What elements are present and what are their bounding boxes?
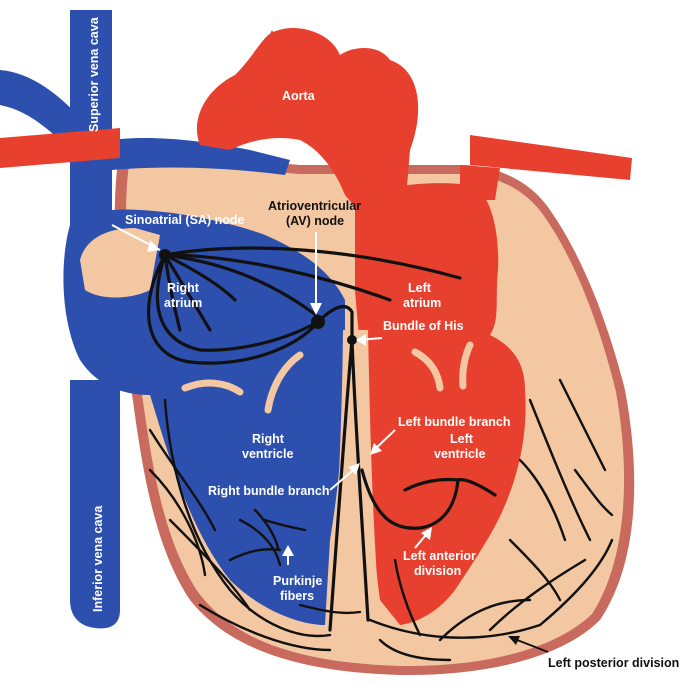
left-ventricle-label-2: ventricle: [434, 447, 485, 461]
purkinje-fiber-11: [438, 598, 532, 642]
purkinje-fiber-20: [378, 638, 452, 662]
mitral-valve-left: [411, 348, 444, 392]
tricuspid-valve-right: [264, 351, 304, 414]
purkinje-fiber-2: [148, 428, 217, 532]
purkinje-fiber-12: [488, 558, 587, 632]
sa-node-label: Sinoatrial (SA) node: [125, 213, 245, 227]
left-anterior-division-label-1: Left anterior: [403, 549, 476, 563]
purkinje-fiber-15: [558, 378, 607, 472]
left-ventricle-label-1: Left: [450, 432, 474, 446]
purkinje-fiber-18: [518, 458, 567, 542]
purkinje-fiber-16: [573, 468, 614, 517]
purkinje-fiber-21: [198, 603, 332, 652]
internodal-pathway-6: [163, 253, 182, 332]
left-anterior-arrowhead: [421, 527, 432, 540]
right-bundle-arrowhead: [348, 463, 360, 475]
bundle-of-his-label: Bundle of His: [383, 319, 464, 333]
right-bundle-branch: [328, 338, 354, 632]
right-bundle-branch-label: Right bundle branch: [208, 484, 330, 498]
purkinje-label-2: fibers: [280, 589, 314, 603]
left-posterior-division-label: Left posterior division: [548, 656, 679, 670]
inferior-vena-cava: [70, 380, 120, 629]
purkinje-label-1: Purkinje: [273, 574, 322, 588]
internodal-pathway-3: [163, 253, 322, 320]
tricuspid-valve-left: [181, 379, 244, 396]
purkinje-fiber-10: [368, 618, 542, 639]
aorta-branch-left: [0, 128, 120, 168]
right-atrium-wall: [80, 228, 160, 298]
aorta-branch-right: [470, 135, 632, 180]
left-anterior-branch-b: [403, 477, 460, 492]
left-bundle-branch-fiber: [350, 338, 370, 622]
left-anterior-division-fiber: [360, 468, 460, 530]
sa-node-arrowhead: [147, 240, 160, 252]
purkinje-fiber-1: [163, 398, 332, 638]
left-bundle-arrowhead: [370, 443, 382, 455]
left-heart-chambers: [355, 183, 526, 625]
purkinje-fiber-4: [168, 518, 252, 612]
av-node-arrowhead: [310, 303, 322, 315]
internodal-loop: [155, 253, 320, 352]
internodal-loop-outer: [147, 253, 320, 365]
right-ventricle-label-2: ventricle: [242, 447, 293, 461]
aorta-label: Aorta: [282, 89, 316, 103]
internodal-pathway-4: [163, 253, 237, 302]
av-node-label-2: (AV) node: [286, 214, 344, 228]
left-atrium-label-1: Left: [408, 281, 432, 295]
bundle-of-his-node: [347, 335, 357, 345]
superior-vena-cava-label: Superior vena cava: [87, 16, 101, 132]
purkinje-fiber-9: [298, 603, 362, 615]
left-posterior-arrowhead: [508, 636, 520, 645]
purkinje-arrowhead: [282, 545, 294, 556]
av-node: [311, 315, 325, 329]
purkinje-fiber-19: [393, 558, 422, 637]
av-node-label-1: Atrioventricular: [268, 199, 361, 213]
purkinje-fiber-3: [148, 468, 207, 577]
internodal-pathway-2: [163, 253, 392, 302]
sa-node: [159, 249, 171, 261]
left-atrium-extension: [460, 165, 500, 200]
internodal-pathway-5: [163, 253, 212, 332]
purkinje-fiber-7: [263, 518, 307, 532]
right-ventricle-label-1: Right: [252, 432, 285, 446]
right-heart-chambers: [63, 209, 345, 625]
left-anterior-division-label-2: division: [414, 564, 461, 578]
left-bundle-branch-label: Left bundle branch: [398, 415, 511, 429]
pulmonary-artery-right: [112, 138, 290, 175]
left-anterior-branch-a: [456, 478, 497, 497]
superior-vena-cava: [70, 10, 112, 230]
septum: [330, 330, 380, 628]
aorta-branch-top: [262, 30, 285, 52]
purkinje-fiber-17: [508, 538, 562, 602]
internodal-pathway-top: [163, 246, 462, 280]
purkinje-fiber-6: [253, 508, 280, 550]
purkinje-fiber-13: [538, 538, 614, 627]
purkinje-fiber-5: [238, 518, 282, 567]
his-arrowhead: [356, 334, 366, 346]
purkinje-fiber-8: [228, 548, 282, 562]
right-atrium-label-2: atrium: [164, 296, 202, 310]
right-atrium-label-1: Right: [167, 281, 200, 295]
purkinje-fiber-14: [528, 398, 592, 542]
inferior-vena-cava-label: Inferior vena cava: [91, 505, 105, 612]
left-atrium-label-2: atrium: [403, 296, 441, 310]
mitral-valve-right: [459, 341, 474, 390]
aorta: [196, 27, 419, 225]
